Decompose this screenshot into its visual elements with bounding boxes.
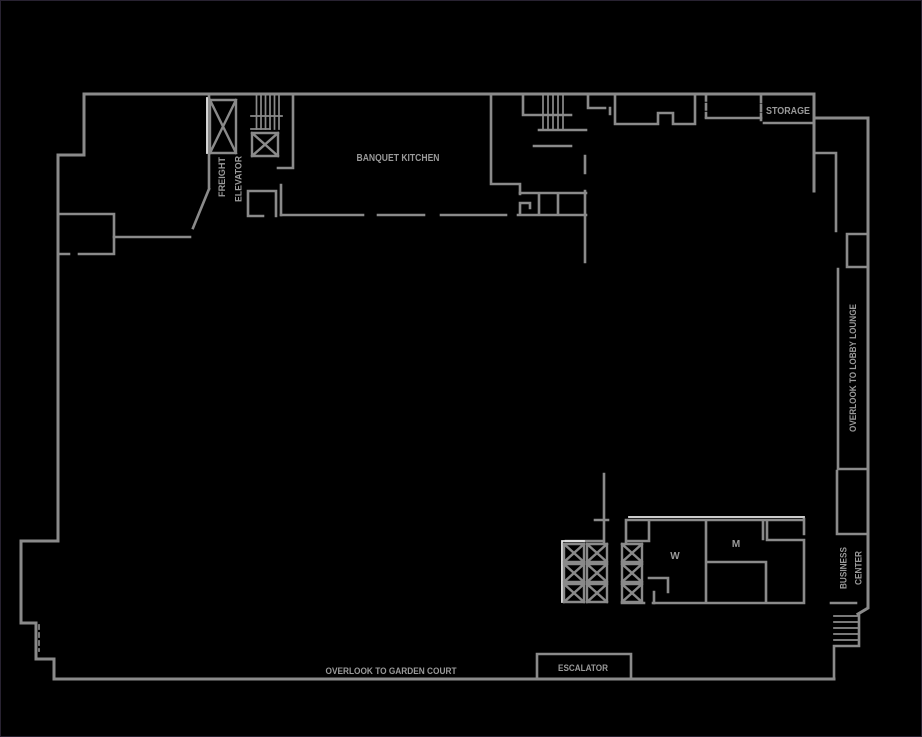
stair-bottom-right-frame — [832, 612, 861, 681]
elevator-shaft-a3 — [562, 582, 586, 604]
outer-walls — [19, 92, 870, 681]
freight-elevator-label-line2: ELEVATOR — [234, 156, 244, 202]
elevator-shaft-a1 — [562, 542, 586, 564]
elevator-shaft-a2 — [562, 562, 586, 584]
top-notched-wall — [613, 92, 697, 126]
service-corridor-wall — [112, 92, 211, 239]
stair-bottom-right-treads — [833, 615, 860, 641]
kitchen-east-wall — [489, 92, 522, 196]
stairwell-2-enclosure — [521, 92, 588, 148]
business-center-label-line1: BUSINESS — [839, 547, 849, 589]
corridor-head-walls — [814, 151, 838, 233]
elevator-shaft-small — [250, 131, 280, 158]
stairwell-1-landings — [250, 115, 283, 130]
banquet-kitchen-label: BANQUET KITCHEN — [357, 153, 440, 164]
stairwell-2-treads — [542, 95, 564, 131]
escalator-label: ESCALATOR — [558, 663, 608, 674]
core-north-stub-wall — [564, 472, 610, 544]
elevator-bank-highlight — [561, 540, 585, 603]
elevator-shaft-c1 — [620, 542, 644, 564]
elevator-shaft-b3 — [585, 582, 609, 604]
escalator-walls — [535, 652, 633, 680]
restroom-block-walls — [620, 517, 806, 605]
kitchen-small-room — [246, 183, 283, 218]
right-corridor-walls — [829, 267, 870, 605]
elevator-shaft-c2 — [620, 562, 644, 584]
core-walls — [561, 472, 806, 605]
mens-restroom-label: M — [732, 539, 740, 550]
overlook-lobby-lounge-label: OVERLOOK TO LOBBY LOUNGE — [848, 304, 859, 432]
elevator-shaft-c3 — [620, 582, 644, 604]
left-small-room — [56, 212, 116, 256]
overlook-garden-court-label: OVERLOOK TO GARDEN COURT — [326, 666, 457, 677]
storage-label: STORAGE — [766, 106, 810, 117]
freight-elevator-shaft — [208, 98, 238, 155]
corridor-small-room — [845, 232, 870, 269]
corridor-mid-segment — [835, 469, 870, 536]
labels: BANQUET KITCHEN STORAGE FREIGHT ELEVATOR… — [217, 106, 864, 677]
freight-elevator-label-line1: FREIGHT — [217, 156, 227, 197]
w-restroom-vestibule — [647, 576, 670, 605]
kitchen-se-rooms — [516, 154, 588, 264]
stairwell-1-treads — [255, 95, 280, 130]
escalator-box — [535, 652, 633, 680]
outer-right-wall — [812, 116, 870, 617]
kitchen-west-wall — [276, 92, 295, 170]
service-area-walls — [56, 92, 508, 256]
kitchen-east-walls — [489, 92, 763, 264]
womens-restroom-label: W — [670, 551, 680, 562]
storage-area-walls — [759, 94, 870, 269]
top-center-room — [586, 92, 612, 116]
lobby-overlook-corridor — [836, 267, 870, 471]
outer-left-and-bottom-wall — [19, 92, 836, 681]
business-center-label-line2: CENTER — [854, 551, 864, 585]
elevator-shaft-b1 — [585, 542, 609, 564]
elevator-shaft-b2 — [585, 562, 609, 584]
